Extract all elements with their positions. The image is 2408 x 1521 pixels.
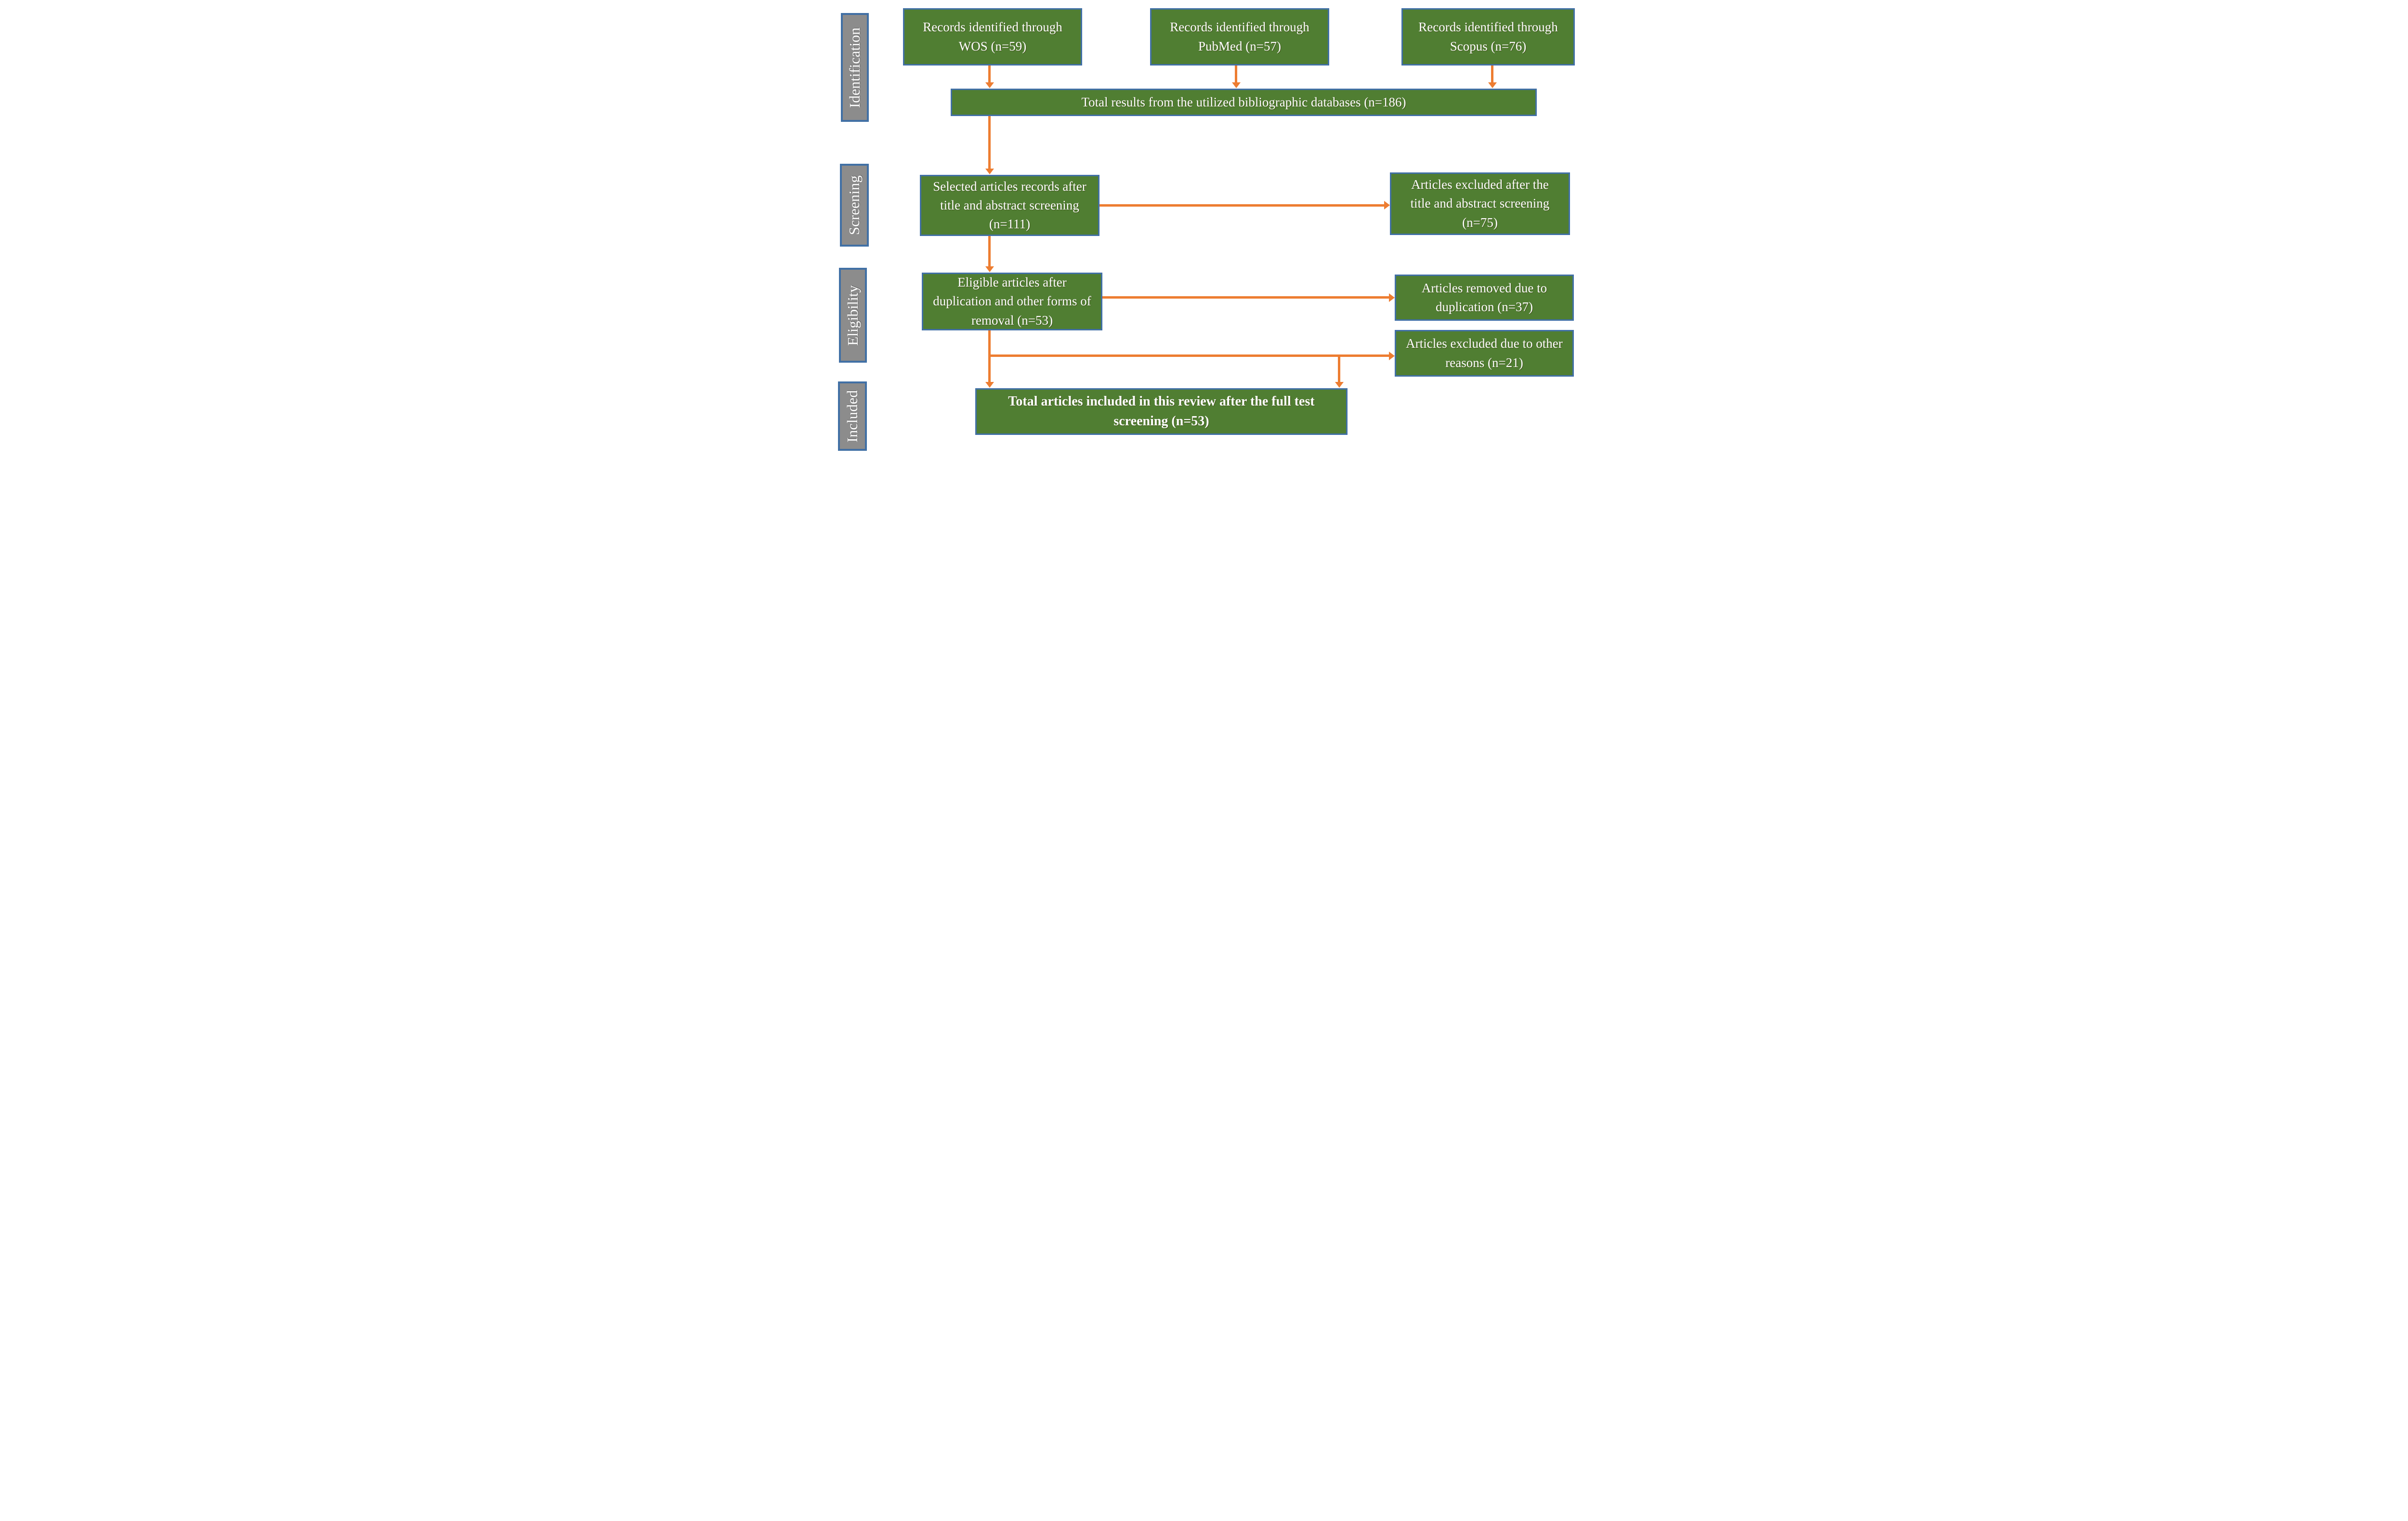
- arrow-head: [1488, 82, 1497, 88]
- arrow-shaft: [988, 66, 991, 83]
- arrow-head: [985, 266, 994, 272]
- stage-label-identification: Identification: [841, 13, 869, 122]
- box-total-results: Total results from the utilized bibliogr…: [951, 89, 1537, 116]
- box-included-total: Total articles included in this review a…: [975, 388, 1348, 435]
- arrow-head: [1384, 201, 1390, 210]
- arrow-shaft: [988, 236, 991, 267]
- stage-label-identification-text: Identification: [846, 27, 863, 108]
- stage-label-screening: Screening: [840, 164, 869, 247]
- arrow-head: [1335, 382, 1344, 388]
- arrow-head: [1389, 352, 1395, 360]
- stage-label-eligibility: Eligibility: [839, 268, 867, 363]
- box-removed-duplication: Articles removed due to duplication (n=3…: [1395, 275, 1574, 321]
- arrow-head: [985, 382, 994, 388]
- arrow-shaft: [988, 116, 991, 169]
- arrow-shaft: [1235, 66, 1237, 83]
- box-eligible-articles: Eligible articles after duplication and …: [922, 273, 1102, 330]
- arrow-head: [985, 169, 994, 174]
- arrow-shaft: [1491, 66, 1493, 83]
- arrow-shaft: [1099, 204, 1384, 207]
- box-records-pubmed: Records identified through PubMed (n=57): [1150, 8, 1329, 66]
- arrow-head: [1232, 82, 1241, 88]
- arrow-shaft: [1102, 296, 1389, 299]
- stage-label-included-text: Included: [844, 390, 861, 443]
- stage-label-screening-text: Screening: [846, 175, 863, 235]
- box-records-scopus: Records identified through Scopus (n=76): [1401, 8, 1575, 66]
- arrow-head: [985, 82, 994, 88]
- box-excluded-screening: Articles excluded after the title and ab…: [1390, 172, 1570, 235]
- arrow-shaft: [1338, 354, 1340, 382]
- stage-label-included: Included: [838, 381, 867, 451]
- arrow-head: [1389, 293, 1395, 302]
- arrow-shaft: [988, 354, 1389, 357]
- stage-label-eligibility-text: Eligibility: [844, 285, 861, 346]
- box-records-wos: Records identified through WOS (n=59): [903, 8, 1082, 66]
- box-selected-screening: Selected articles records after title an…: [920, 175, 1099, 236]
- box-excluded-other-reasons: Articles excluded due to other reasons (…: [1395, 330, 1574, 377]
- prisma-flow-diagram: Identification Screening Eligibility Inc…: [832, 0, 1576, 452]
